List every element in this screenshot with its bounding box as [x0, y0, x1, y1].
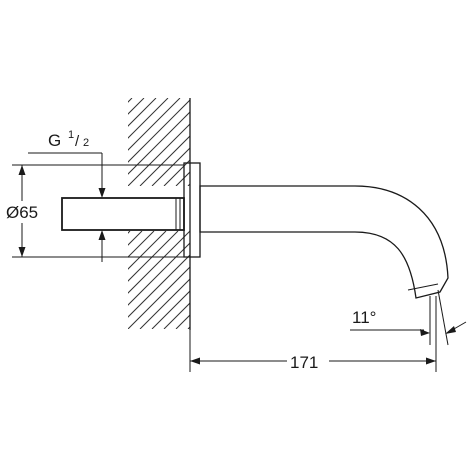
- hatch-line: [175, 314, 190, 329]
- projection-label-bg: [287, 350, 329, 372]
- angle-arrow-left: [420, 329, 430, 336]
- hatch-line: [212, 98, 300, 186]
- hatch-line: [128, 98, 157, 127]
- hatch-line: [128, 231, 179, 282]
- hatch-line: [187, 183, 190, 186]
- hatch-line: [8, 231, 106, 329]
- hatch-line: [20, 98, 108, 186]
- projection-arrow-right: [426, 357, 436, 365]
- angle-arrow-right: [445, 326, 456, 334]
- hatch-line: [248, 231, 346, 329]
- hatch-line: [128, 254, 190, 318]
- inlet-pipe: [61, 197, 185, 231]
- angle-ext-line-tilted: [437, 289, 449, 346]
- hatch-line: [128, 231, 143, 246]
- thread-arrow-top: [98, 188, 106, 198]
- wall-rosette: [183, 162, 201, 258]
- hatch-line: [296, 98, 384, 186]
- projection-arrow-left: [190, 357, 200, 365]
- hatch-line: [260, 98, 348, 186]
- hatch-line: [296, 231, 394, 329]
- hatch-line: [175, 171, 190, 186]
- thread-arrow-bottom: [98, 230, 106, 240]
- hatch-line: [151, 290, 190, 329]
- spout-body: [199, 185, 449, 299]
- hatch-line: [128, 111, 190, 175]
- hatch-line: [224, 231, 322, 329]
- hatch-line: [284, 98, 372, 186]
- hatch-line: [163, 302, 190, 329]
- hatch-line: [272, 98, 360, 186]
- hatch-line: [163, 159, 190, 186]
- thread-label-prefix: G: [48, 131, 61, 150]
- hatch-line: [128, 99, 190, 163]
- hatch-line: [200, 231, 298, 329]
- thread-label-slash: /: [75, 133, 80, 150]
- hatch-line: [128, 231, 167, 270]
- hatch-line: [20, 231, 118, 329]
- hatch-line: [224, 98, 312, 186]
- hatch-line: [128, 242, 190, 306]
- projection-label: 171: [290, 353, 318, 372]
- hatch-line: [128, 231, 155, 258]
- hatch-line: [128, 231, 190, 294]
- hatch-line: [260, 231, 358, 329]
- hatch-line: [128, 98, 169, 139]
- diameter-arrow-top: [18, 165, 26, 175]
- thread-label-denominator: 2: [83, 137, 89, 149]
- thread-label-numerator: 1: [68, 129, 74, 141]
- hatch-line: [320, 98, 408, 186]
- hatch-line: [139, 135, 190, 186]
- diameter-arrow-bottom: [18, 247, 26, 257]
- hatch-line: [151, 147, 190, 186]
- hatch-line: [128, 231, 131, 234]
- diameter-label-bg: [4, 201, 42, 223]
- hatch-line: [248, 98, 336, 186]
- hatch-line: [236, 98, 324, 186]
- hatch-line: [128, 98, 145, 115]
- diameter-label: Ø65: [6, 203, 38, 222]
- hatch-line: [236, 231, 334, 329]
- hatch-line: [212, 231, 310, 329]
- angle-label: 11°: [352, 308, 376, 327]
- hatch-line: [308, 98, 396, 186]
- wall-hatching-upper: [20, 98, 408, 186]
- wall-hatching-lower: [8, 231, 394, 329]
- hatch-line: [128, 123, 190, 186]
- hatch-line: [200, 98, 288, 186]
- hatch-line: [128, 266, 190, 329]
- spout-outlet-line: [407, 283, 439, 291]
- hatch-line: [139, 278, 190, 329]
- hatch-line: [187, 326, 190, 329]
- hatch-line: [128, 98, 181, 151]
